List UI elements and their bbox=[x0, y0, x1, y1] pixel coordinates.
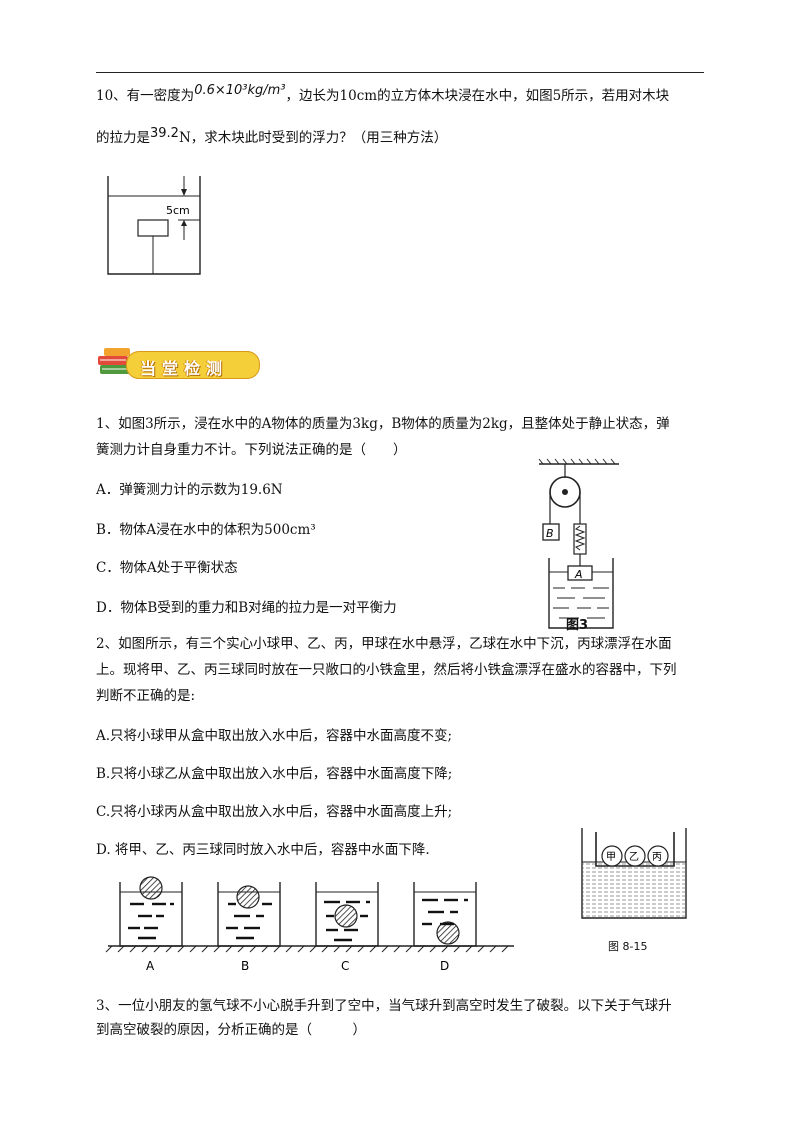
beaker-label-d: D bbox=[440, 959, 449, 973]
figure-3-pulley: B A bbox=[538, 458, 619, 629]
banner-label: 当堂检测 bbox=[140, 359, 229, 378]
q10-force: 39.2 bbox=[150, 126, 179, 141]
beakers-figure: A B C D bbox=[105, 876, 514, 973]
q1-option-a: A．弹簧测力计的示数为19.6N bbox=[96, 482, 283, 498]
q10-text: 的拉力是 bbox=[96, 130, 150, 146]
q1-option-c: C．物体A处于平衡状态 bbox=[96, 560, 238, 576]
beaker-c bbox=[315, 882, 379, 947]
q2-line-2: 上。现将甲、乙、丙三球同时放在一只敞口的小铁盒里，然后将小铁盒漂浮在盛水的容器中… bbox=[96, 662, 677, 678]
ball-jia: 甲 bbox=[606, 852, 616, 863]
figure-3-caption: 图3 bbox=[566, 618, 589, 633]
q10-line-1: 10、有一密度为0.6×10³kg/m³，边长为10cm的立方体木块浸在水中，如… bbox=[96, 83, 670, 107]
q1-option-b: B．物体A浸在水中的体积为500cm³ bbox=[96, 522, 316, 538]
q1-line-2: 簧测力计自身重力不计。下列说法正确的是（ ） bbox=[96, 442, 407, 458]
label-b: B bbox=[546, 527, 554, 540]
figure-5-label: 5cm bbox=[166, 204, 190, 217]
beaker-label-c: C bbox=[341, 959, 349, 973]
q10-density: 0.6×10³kg/m³ bbox=[194, 83, 286, 98]
beaker-label-b: B bbox=[241, 959, 249, 973]
q10-text: 10、有一密度为 bbox=[96, 88, 195, 104]
section-banner: 当堂检测 bbox=[96, 345, 262, 381]
beaker-b bbox=[217, 882, 281, 947]
ball-bing: 丙 bbox=[652, 852, 662, 863]
q2-option-c: C.只将小球丙从盒中取出放入水中后，容器中水面高度上升; bbox=[96, 804, 453, 820]
figure-5-container: 5cm bbox=[107, 176, 201, 275]
beaker-a bbox=[119, 876, 183, 947]
q10-line-2: 的拉力是39.2N，求木块此时受到的浮力？（用三种方法） bbox=[96, 126, 448, 149]
q10-text: ，边长为10cm的立方体木块浸在水中，如图5所示，若用对木块 bbox=[285, 88, 670, 104]
books-icon bbox=[98, 348, 130, 374]
figure-8-15-caption: 图 8-15 bbox=[608, 940, 648, 953]
q2-option-b: B.只将小球乙从盒中取出放入水中后，容器中水面高度下降; bbox=[96, 766, 453, 782]
q3-line-2: 到高空破裂的原因，分析正确的是（ ） bbox=[96, 1022, 366, 1038]
q2-option-d: D. 将甲、乙、丙三球同时放入水中后，容器中水面下降. bbox=[96, 842, 430, 858]
q10-text: N，求木块此时受到的浮力？（用三种方法） bbox=[178, 130, 448, 146]
beaker-label-a: A bbox=[146, 959, 155, 973]
q3-line-1: 3、一位小朋友的氢气球不小心脱手升到了空中，当气球升到高空时发生了破裂。以下关于… bbox=[96, 998, 672, 1014]
q2-line-3: 判断不正确的是: bbox=[96, 688, 196, 704]
header-rule bbox=[96, 72, 704, 73]
q1-line-1: 1、如图3所示，浸在水中的A物体的质量为3kg，B物体的质量为2kg，且整体处于… bbox=[96, 416, 670, 432]
figure-8-15: 甲 乙 丙 bbox=[581, 828, 687, 919]
banner-bar bbox=[126, 351, 260, 379]
q2-line-1: 2、如图所示，有三个实心小球甲、乙、丙，甲球在水中悬浮，乙球在水中下沉，丙球漂浮… bbox=[96, 636, 672, 652]
q1-option-d: D．物体B受到的重力和B对绳的拉力是一对平衡力 bbox=[96, 600, 397, 616]
label-a: A bbox=[574, 568, 583, 581]
beaker-d bbox=[413, 882, 477, 947]
q2-option-a: A.只将小球甲从盒中取出放入水中后，容器中水面高度不变; bbox=[96, 728, 453, 744]
ball-yi: 乙 bbox=[629, 851, 639, 863]
